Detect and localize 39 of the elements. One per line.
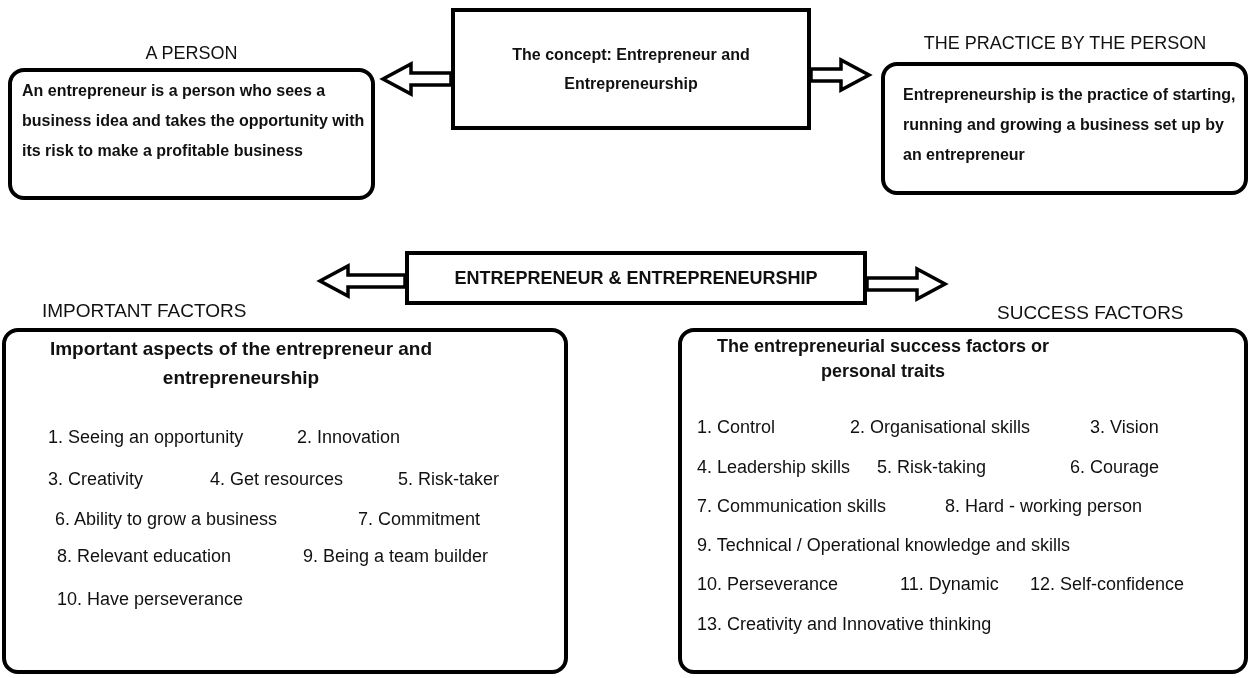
concept-text: The concept: Entrepreneur and Entrepreneurship <box>511 45 751 94</box>
factor-item: 6. Courage <box>1070 457 1160 479</box>
factor-item: 4. Leadership skills <box>697 457 851 479</box>
factor-item: 8. Relevant education <box>57 546 232 568</box>
factor-item: 13. Creativity and Innovative thinking <box>697 614 992 636</box>
factor-item: 9. Being a team builder <box>303 546 489 568</box>
factor-item: 3. Creativity <box>48 469 144 491</box>
section-heading: A PERSON <box>144 42 239 64</box>
factor-item: 5. Risk-taker <box>398 469 500 491</box>
factor-item: 3. Vision <box>1090 417 1159 439</box>
factor-item: 6. Ability to grow a business <box>55 509 278 531</box>
factor-item: 10. Perseverance <box>697 574 839 596</box>
factor-item: 8. Hard - working person <box>945 496 1143 518</box>
factor-item: 11. Dynamic <box>900 574 999 596</box>
factor-item: 4. Get resources <box>210 469 344 491</box>
definition-text: Entrepreneurship is the practice of starting, running and growing a business set up by an entrepreneur <box>903 85 1237 165</box>
section-heading: THE PRACTICE BY THE PERSON <box>922 32 1208 54</box>
block-arrow <box>809 57 873 93</box>
definition-text: An entrepreneur is a person who sees a business idea and takes the opportunity with its risk to make a profitable business <box>22 81 366 161</box>
factors-title: Important aspects of the entrepreneur and entrepreneurship <box>48 337 434 390</box>
concept-box <box>451 8 811 130</box>
block-arrow <box>379 61 453 97</box>
factor-item: 2. Innovation <box>297 427 401 449</box>
factor-item: 7. Commitment <box>358 509 481 531</box>
factors-title: The entrepreneurial success factors or personal traits <box>715 335 1051 383</box>
factor-item: 9. Technical / Operational knowledge and skills <box>697 535 1070 557</box>
block-arrow <box>316 263 407 299</box>
factor-item: 1. Seeing an opportunity <box>48 427 244 449</box>
factor-item: 1. Control <box>697 417 776 439</box>
section-heading: SUCCESS FACTORS <box>997 302 1185 324</box>
factor-item: 2. Organisational skills <box>850 417 1031 439</box>
factor-item: 7. Communication skills <box>697 496 887 518</box>
factor-item: 10. Have perseverance <box>57 589 244 611</box>
factor-item: 12. Self-confidence <box>1030 574 1185 596</box>
block-arrow <box>865 266 949 302</box>
topic-box <box>405 251 867 305</box>
factor-item: 5. Risk-taking <box>877 457 987 479</box>
section-heading: IMPORTANT FACTORS <box>42 300 248 322</box>
topic-title: ENTREPRENEUR & ENTREPRENEURSHIP <box>453 267 819 290</box>
